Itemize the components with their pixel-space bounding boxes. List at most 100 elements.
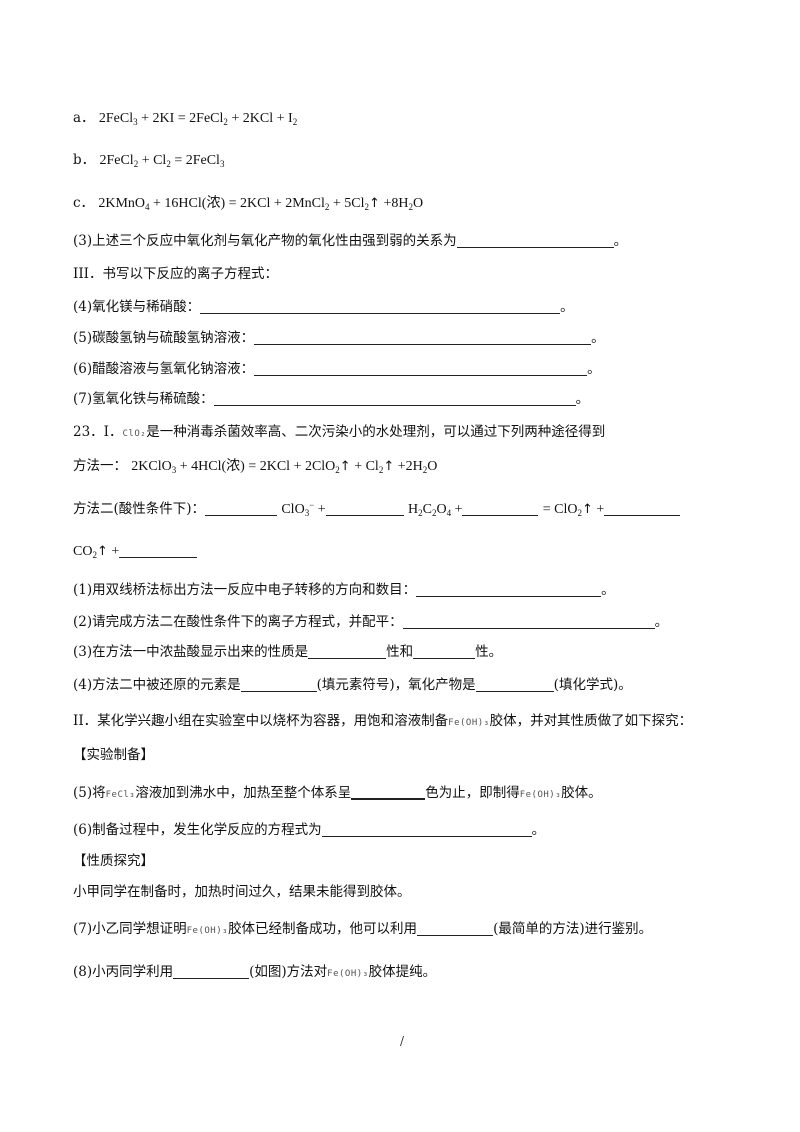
sub-question-3: (3)在方法一中浓盐酸显示出来的性质是 性和 性。 — [73, 642, 502, 662]
answer-blank-sub-4a[interactable] — [240, 677, 317, 692]
reaction-c-label: c． — [73, 195, 95, 211]
answer-blank-q3[interactable] — [456, 233, 614, 248]
reaction-c: c． 2KMnO4 + 16HCl(浓) = 2KCl + 2MnCl2 + 5… — [73, 193, 423, 214]
sub-question-3-text-a: (3)在方法一中浓盐酸显示出来的性质是 — [73, 644, 309, 660]
method-2-h2c2o4: H2C2O4 + — [407, 502, 463, 518]
question-7-text: (7)氢氧化铁与稀硫酸： — [73, 391, 214, 407]
question-4: (4)氧化镁与稀硝酸：。 — [73, 297, 574, 317]
sub-question-6: (6)制备过程中，发生化学反应的方程式为 。 — [73, 820, 545, 840]
feoh3-formula-3: Fe(OH)₃ — [186, 926, 229, 936]
sub-question-4-text-b: (填元素符号)，氧化产物是 — [316, 677, 476, 693]
method-2-blank-4[interactable] — [604, 501, 681, 516]
sub-question-6-text: (6)制备过程中，发生化学反应的方程式为 — [73, 822, 322, 838]
answer-blank-sub-8[interactable] — [173, 964, 250, 979]
sub-question-1-end: 。 — [601, 582, 615, 598]
xiaojia-statement: 小甲同学在制备时，加热时间过久，结果未能得到胶体。 — [73, 884, 411, 900]
sub-question-1: (1)用双线桥法标出方法一反应中电子转移的方向和数目： 。 — [73, 580, 615, 600]
question-4-end: 。 — [560, 299, 574, 315]
reaction-c-equation: 2KMnO4 + 16HCl(浓) = 2KCl + 2MnCl2 + 5Cl2… — [98, 196, 424, 212]
fecl3-formula: FeCl₃ — [105, 790, 136, 800]
sub-question-7-text-a: (7)小乙同学想证明 — [73, 921, 187, 937]
answer-blank-sub-6[interactable] — [321, 822, 532, 837]
question-5-end: 。 — [591, 330, 605, 346]
method-2-blank-2[interactable] — [325, 501, 404, 516]
sub-question-5: (5)将FeCl₃溶液加到沸水中，加热至整个体系呈 色为止，即制得Fe(OH)₃胶… — [73, 783, 602, 805]
section-2-text-b: 胶体，并对其性质做了如下探究： — [489, 713, 693, 729]
sub-question-8-text-c: 胶体提纯。 — [368, 964, 437, 980]
sub-question-7-text-b: 胶体已经制备成功，他可以利用 — [228, 921, 418, 937]
heading-experiment-prep: 【实验制备】 — [73, 747, 154, 763]
question-5: (5)碳酸氢钠与硫酸氢钠溶液： 。 — [73, 328, 605, 348]
method-1-equation: 2KClO3 + 4HCl(浓) = 2KCl + 2ClO2↑ + Cl2↑ … — [131, 459, 438, 475]
reaction-b-label: b． — [73, 152, 96, 168]
sub-question-5-text-b: 溶液加到沸水中，加热至整个体系呈 — [135, 785, 352, 801]
answer-blank-q4[interactable] — [200, 299, 561, 314]
answer-blank-q6[interactable] — [254, 361, 588, 376]
sub-question-1-text: (1)用双线桥法标出方法一反应中电子转移的方向和数目： — [73, 582, 417, 598]
clo2-formula: ClO₂ — [122, 429, 147, 439]
feoh3-formula-4: Fe(OH)₃ — [327, 969, 369, 979]
method-2-blank-5[interactable] — [119, 543, 198, 558]
sub-question-8-text-b: (如图)方法对 — [249, 964, 328, 980]
method-2-label: 方法二(酸性条件下)： — [73, 501, 206, 517]
method-1-paren: 浓 — [226, 459, 241, 474]
reaction-a-label: a． — [73, 110, 95, 126]
question-3-text: (3)上述三个反应中氧化剂与氧化产物的氧化性由强到弱的关系为 — [73, 233, 457, 249]
heading-property-study: 【性质探究】 — [73, 853, 154, 869]
question-6: (6)醋酸溶液与氢氧化钠溶液： 。 — [73, 359, 601, 379]
question-6-end: 。 — [587, 361, 601, 377]
sub-question-5-text-c: 色为止，即制得 — [425, 785, 520, 801]
reaction-c-paren: 浓 — [206, 196, 221, 211]
question-3-end: 。 — [613, 233, 628, 249]
method-2-co2: CO2↑ + — [73, 544, 120, 560]
answer-blank-q5[interactable] — [254, 330, 592, 345]
answer-blank-sub-4b[interactable] — [475, 677, 554, 692]
sub-question-4: (4)方法二中被还原的元素是 (填元素符号)，氧化产物是 (填化学式)。 — [73, 675, 632, 695]
feoh3-formula-2: Fe(OH)₃ — [519, 790, 562, 800]
question-23-text: 是一种消毒杀菌效率高、二次污染小的水处理剂，可以通过下列两种途径得到 — [146, 424, 606, 440]
sub-question-8-text-a: (8)小丙同学利用 — [73, 964, 174, 980]
sub-question-3-text-b: 性和 — [386, 644, 414, 660]
reaction-b-equation: 2FeCl2 + Cl2 = 2FeCl3 — [99, 153, 225, 169]
section-2: II．某化学兴趣小组在实验室中以烧杯为容器，用饱和溶液制备Fe(OH)₃胶体，并… — [73, 711, 692, 733]
question-23: 23．I．ClO₂是一种消毒杀菌效率高、二次污染小的水处理剂，可以通过下列两种途… — [73, 422, 605, 444]
question-5-text: (5)碳酸氢钠与硫酸氢钠溶液： — [73, 330, 255, 346]
sub-question-5-text-d: 胶体。 — [561, 785, 602, 801]
sub-question-2-text: (2)请完成方法二在酸性条件下的离子方程式，并配平： — [73, 614, 403, 630]
sub-question-6-end: 。 — [531, 822, 546, 838]
sub-question-3-text-c: 性。 — [475, 644, 503, 660]
reaction-a-equation: 2FeCl3 + 2KI = 2FeCl2 + 2KCl + I2 — [98, 111, 298, 127]
sub-question-4-text-c: (填化学式)。 — [553, 677, 632, 693]
answer-blank-q7[interactable] — [213, 391, 576, 406]
question-7-end: 。 — [575, 391, 590, 407]
answer-blank-sub-1[interactable] — [416, 582, 602, 597]
question-6-text: (6)醋酸溶液与氢氧化钠溶液： — [73, 361, 255, 377]
reaction-b: b． 2FeCl2 + Cl2 = 2FeCl3 — [73, 150, 224, 171]
answer-blank-sub-2[interactable] — [402, 614, 655, 629]
method-1: 方法一： 2KClO3 + 4HCl(浓) = 2KCl + 2ClO2↑ + … — [73, 456, 437, 477]
sub-question-2-end: 。 — [654, 614, 669, 630]
section-3-title: III．书写以下反应的离子方程式： — [73, 266, 278, 282]
method-2: 方法二(酸性条件下)： ClO3− + H2C2O4 + = ClO2↑ + — [73, 499, 681, 520]
method-2-blank-1[interactable] — [205, 501, 278, 516]
question-7: (7)氢氧化铁与稀硫酸： 。 — [73, 389, 589, 409]
answer-blank-sub-5[interactable] — [351, 784, 426, 800]
question-3: (3)上述三个反应中氧化剂与氧化产物的氧化性由强到弱的关系为 。 — [73, 231, 627, 251]
question-23-prefix: 23．I． — [73, 424, 123, 440]
sub-question-7-text-c: (最简单的方法)进行鉴别。 — [493, 921, 653, 937]
reaction-a: a． 2FeCl3 + 2KI = 2FeCl2 + 2KCl + I2 — [73, 108, 297, 129]
feoh3-formula: Fe(OH)₃ — [448, 718, 490, 728]
answer-blank-sub-3a[interactable] — [308, 644, 387, 659]
page-footer: / — [400, 1034, 405, 1048]
sub-question-4-text-a: (4)方法二中被还原的元素是 — [73, 677, 241, 693]
sub-question-5-text-a: (5)将 — [73, 785, 106, 801]
method-2-cont: CO2↑ + — [73, 541, 198, 562]
section-2-text-a: II．某化学兴趣小组在实验室中以烧杯为容器，用饱和溶液制备 — [73, 713, 449, 729]
answer-blank-sub-3b[interactable] — [413, 644, 476, 659]
method-2-clo2: = ClO2↑ + — [542, 502, 605, 518]
sub-question-2: (2)请完成方法二在酸性条件下的离子方程式，并配平： 。 — [73, 612, 668, 632]
answer-blank-sub-7[interactable] — [417, 921, 494, 936]
method-1-label: 方法一： — [73, 458, 127, 474]
sub-question-8: (8)小丙同学利用 (如图)方法对Fe(OH)₃胶体提纯。 — [73, 962, 436, 984]
method-2-blank-3[interactable] — [462, 501, 539, 516]
